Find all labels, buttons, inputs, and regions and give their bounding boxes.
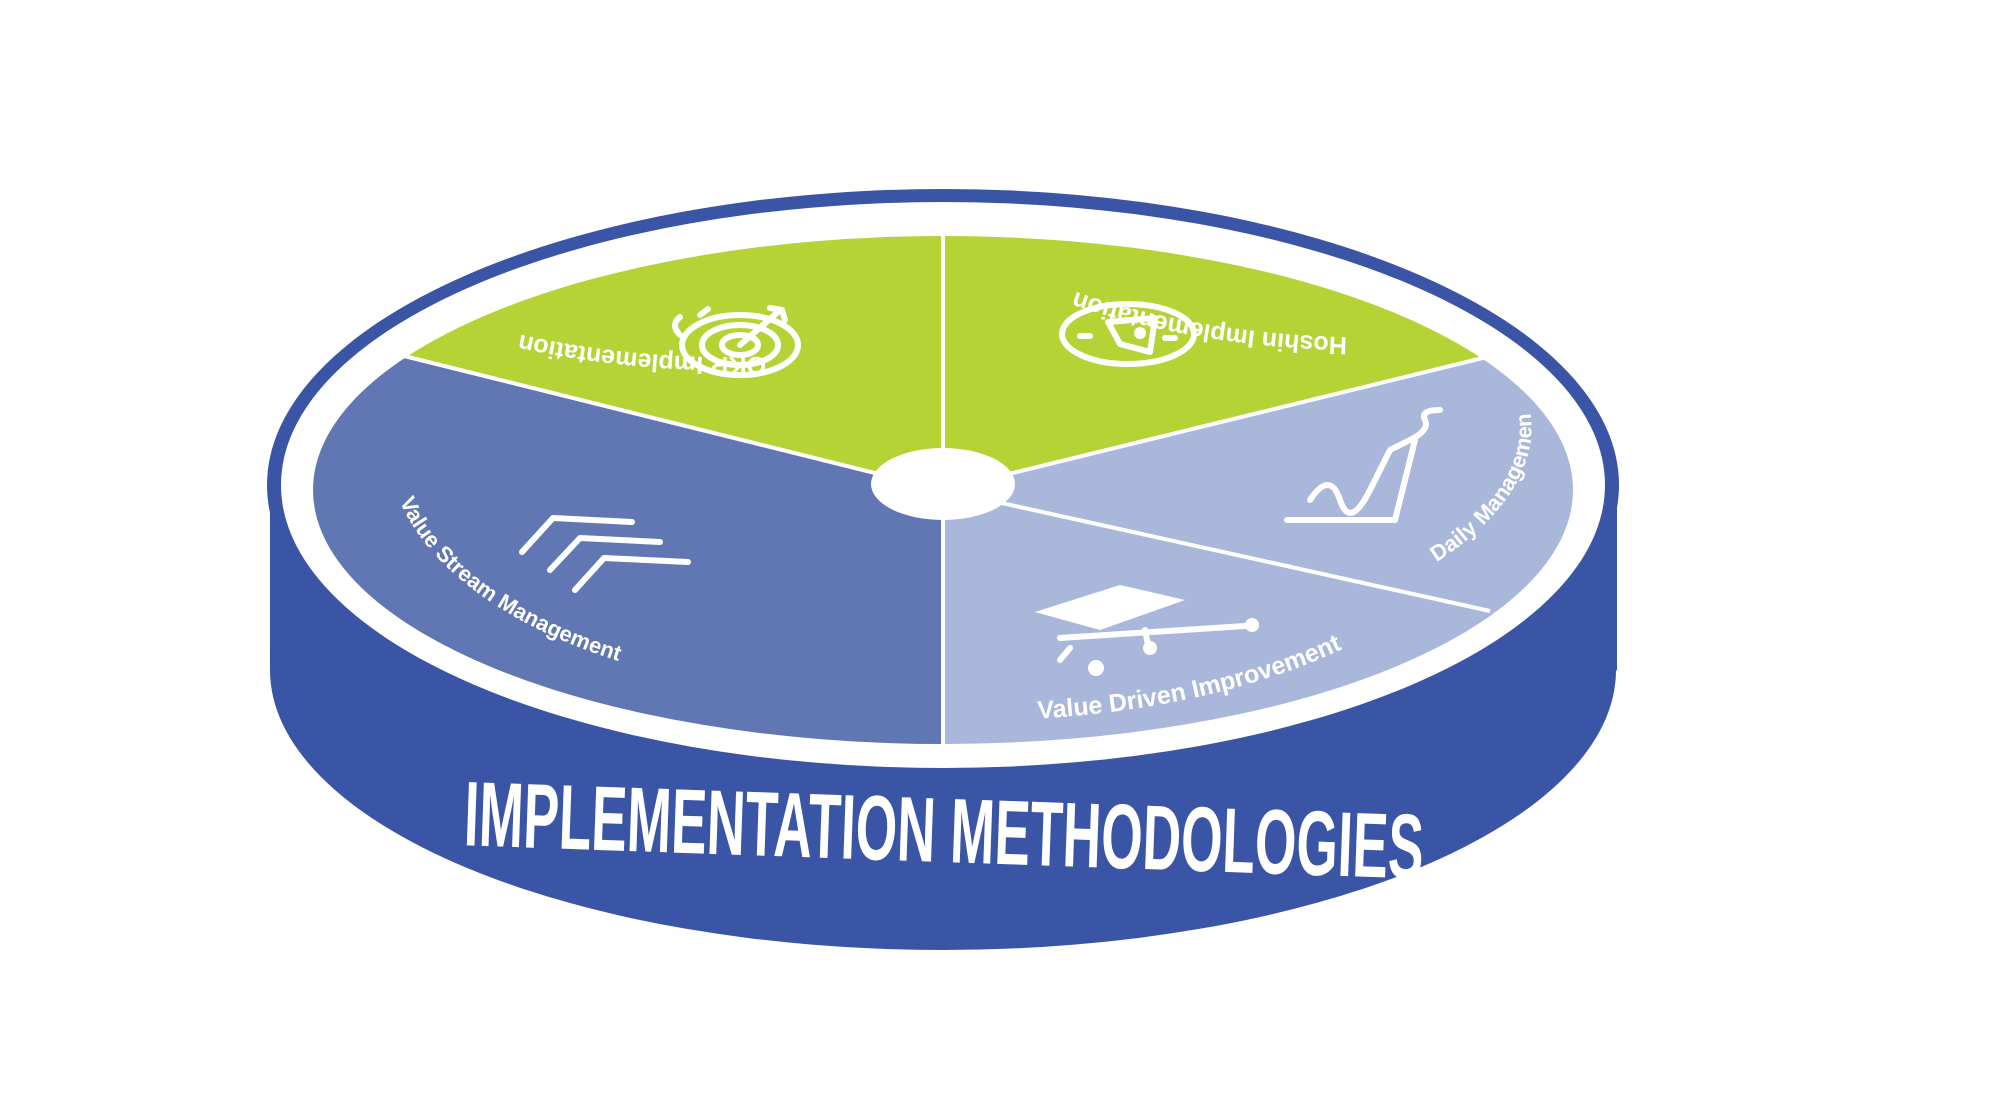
segment-hoshin	[943, 236, 1573, 490]
center-hub	[871, 448, 1015, 520]
line-chart-icon	[1284, 407, 1443, 523]
chevrons-icon	[519, 515, 691, 593]
segment-value-stream-management	[313, 300, 943, 744]
compass-icon	[1059, 301, 1197, 367]
segment-daily-management	[943, 300, 1573, 620]
segment-okr	[313, 236, 943, 490]
target-arrow-icon	[672, 305, 801, 378]
cart-icon	[1035, 585, 1259, 676]
